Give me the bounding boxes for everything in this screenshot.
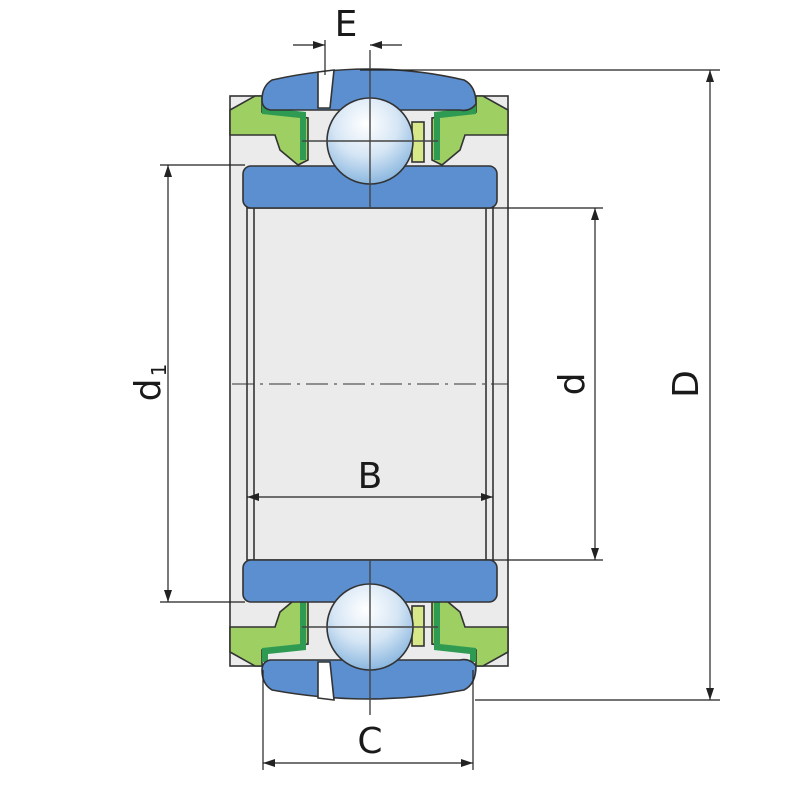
label-d1: d 1 (128, 364, 171, 402)
lube-hole-bottom (317, 661, 335, 701)
label-E: E (335, 4, 358, 45)
outer-ring-bottom (261, 658, 477, 700)
label-d1-main: d (128, 379, 169, 402)
label-D: D (666, 370, 707, 398)
label-C: C (357, 721, 382, 762)
seal-top-left (229, 95, 309, 166)
cage-top (411, 121, 425, 163)
lube-hole-top (317, 69, 335, 109)
cage-bottom (411, 605, 425, 647)
label-d1-subscript: 1 (147, 364, 171, 377)
label-d: d (552, 373, 593, 396)
seal-top-right (431, 95, 509, 166)
label-B: B (358, 456, 383, 497)
dimension-lines (160, 40, 720, 770)
arrowheads (164, 41, 714, 767)
